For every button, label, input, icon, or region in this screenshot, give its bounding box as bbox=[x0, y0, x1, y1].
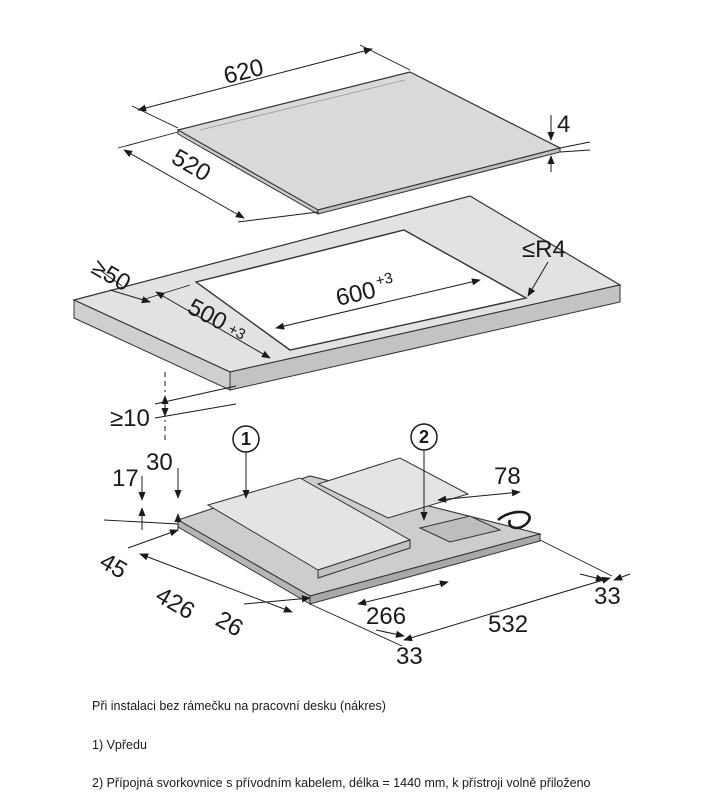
dim-corner-radius: ≤R4 bbox=[522, 236, 566, 297]
hob-lower-unit bbox=[176, 457, 543, 605]
callout-1: 1 bbox=[232, 425, 260, 499]
dim-17-label: 17 bbox=[112, 465, 139, 492]
dim-45: 45 bbox=[95, 519, 179, 585]
dim-620-label: 620 bbox=[221, 54, 266, 90]
callout-1-label: 1 bbox=[241, 429, 251, 449]
caption-item-1: 1) Vpředu bbox=[92, 738, 147, 752]
callout-2: 2 bbox=[410, 423, 438, 521]
dim-426-label: 426 bbox=[151, 582, 199, 625]
dim-33-bottom-label: 33 bbox=[396, 643, 423, 670]
dim-600-tolerance: +3 bbox=[374, 269, 394, 289]
dim-radius-label: ≤R4 bbox=[522, 236, 566, 263]
dim-45-label: 45 bbox=[95, 548, 132, 585]
dim-counter-min: ≥10 bbox=[110, 372, 237, 440]
dim-78: 78 bbox=[437, 463, 521, 503]
installation-drawing: 620 520 4 600 +3 500 +3 ≥50 bbox=[72, 44, 631, 670]
dim-266-label: 266 bbox=[366, 603, 406, 630]
dim-532: 532 bbox=[403, 539, 613, 642]
dim-26: 26 bbox=[211, 595, 311, 643]
dim-26-label: 26 bbox=[211, 606, 248, 643]
dim-4-label: 4 bbox=[557, 111, 570, 138]
dim-panel-thickness: 4 bbox=[547, 111, 591, 172]
caption-item-2: 2) Přípojná svorkovnice s přívodním kabe… bbox=[92, 776, 591, 790]
dim-33-right-label: 33 bbox=[594, 583, 621, 610]
dim-counter-min-label: ≥10 bbox=[110, 405, 150, 432]
dim-33-right: 33 bbox=[579, 573, 631, 610]
caption-title: Při instalaci bez rámečku na pracovní de… bbox=[92, 699, 386, 713]
dim-30-label: 30 bbox=[146, 449, 173, 476]
callout-2-label: 2 bbox=[419, 427, 429, 447]
dim-500-tolerance: +3 bbox=[225, 321, 248, 344]
glass-panel bbox=[176, 71, 562, 215]
dim-78-label: 78 bbox=[494, 463, 521, 490]
dim-17: 17 bbox=[112, 465, 146, 530]
dim-266: 266 bbox=[357, 580, 449, 630]
dim-30: 30 bbox=[146, 449, 182, 530]
dim-33-bottom: 33 bbox=[309, 603, 423, 670]
dim-532-label: 532 bbox=[488, 611, 528, 638]
